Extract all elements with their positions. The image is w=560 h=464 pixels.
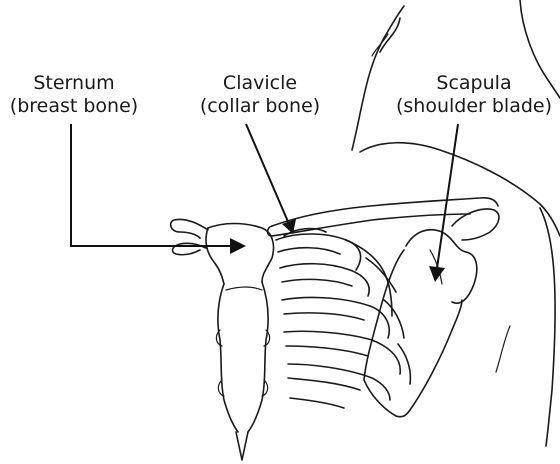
sternum-bone (171, 219, 274, 460)
rib-cage (276, 229, 410, 408)
clavicle-pointer (246, 124, 296, 234)
torso-contour (496, 208, 555, 446)
neck-outline (352, 0, 560, 236)
sternum-pointer (71, 124, 246, 254)
